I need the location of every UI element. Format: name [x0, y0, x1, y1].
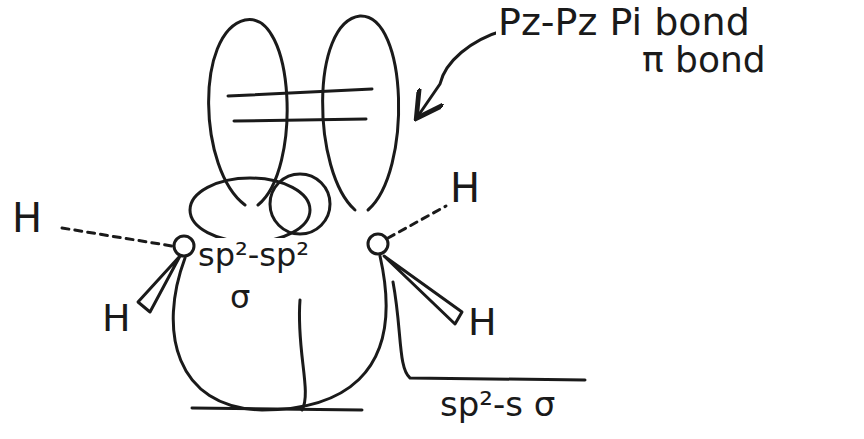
orbital-label: σ [228, 280, 252, 315]
leader-line [393, 282, 585, 380]
callout-text: π bond [640, 40, 768, 80]
carbon-nucleus [174, 236, 194, 256]
pointer-arrow [418, 30, 505, 116]
pi-overlap-line [234, 119, 366, 121]
dashed-bond [62, 228, 172, 246]
sp2-overlap [270, 174, 330, 234]
atom-label: H [466, 302, 499, 344]
orbital-label: sp²-s σ [438, 386, 557, 423]
lobe-base-line [192, 408, 362, 410]
callout-text: Pz-Pz Pi bond [496, 2, 752, 44]
p-lobe [323, 16, 399, 210]
carbon-nucleus [368, 234, 388, 254]
lobe-divider [299, 300, 305, 410]
p-lobe [173, 256, 386, 410]
atom-label: H [100, 298, 133, 340]
atom-label: H [10, 196, 44, 240]
dashed-bond [388, 206, 446, 238]
pi-overlap-line [228, 89, 372, 96]
atom-label: H [448, 166, 482, 210]
wedge-bond [138, 256, 180, 312]
orbital-label: sp²-sp² [196, 238, 311, 273]
